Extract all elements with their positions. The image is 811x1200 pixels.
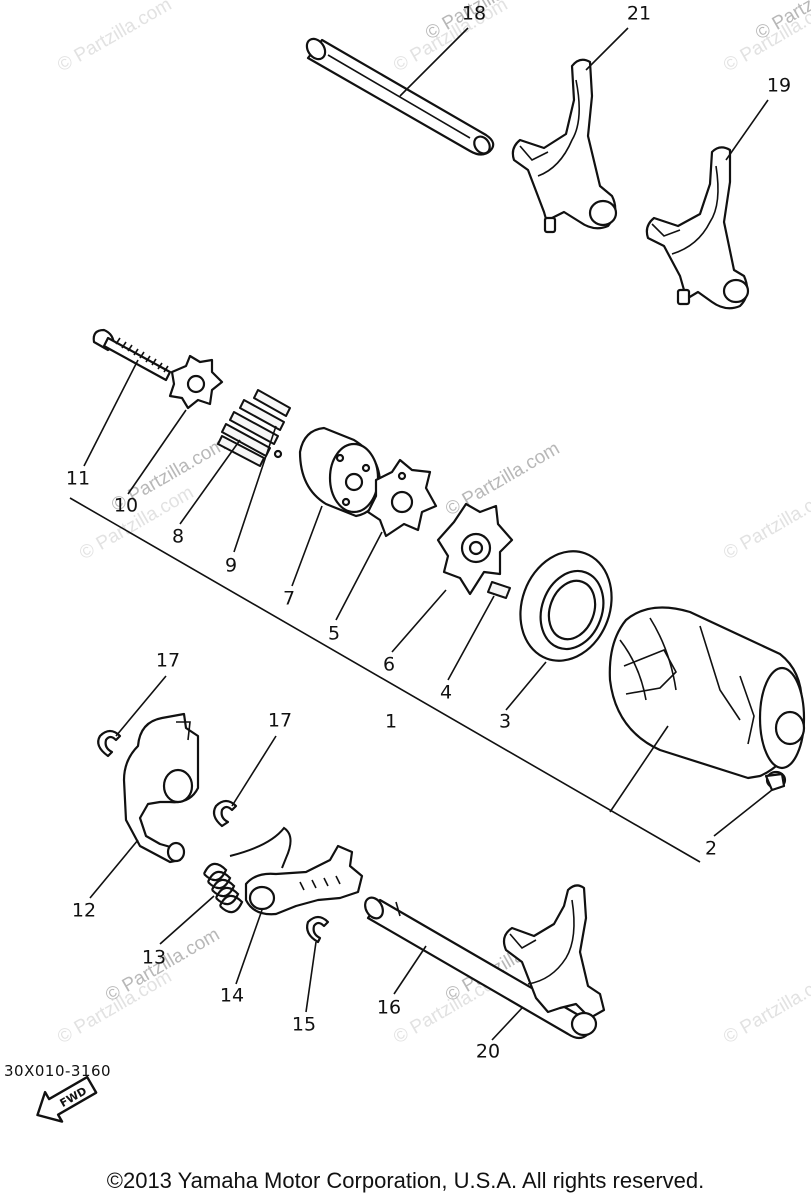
dowel-2 [764, 770, 787, 792]
callout-label: 14 [220, 985, 244, 1007]
segment-10 [168, 354, 224, 410]
bearing-3 [519, 550, 613, 662]
bolt-11 [92, 328, 172, 382]
callout-label: 20 [476, 1041, 500, 1063]
watermark: © Partzilla.com [720, 482, 811, 564]
callout-label: 12 [72, 900, 96, 922]
callout-label: 21 [627, 3, 651, 25]
callout-label: 1 [385, 711, 397, 733]
callout-label: 19 [767, 75, 791, 97]
callout-label: 2 [705, 838, 717, 860]
pins-8-9 [217, 389, 291, 467]
shift-fork-19 [645, 146, 750, 310]
callout-label: 16 [377, 997, 401, 1019]
shift-fork-20 [502, 884, 606, 1037]
stopper-plate-6 [436, 502, 514, 596]
leader-lines [69, 27, 773, 1041]
callout-label: 15 [292, 1014, 316, 1036]
circlip-17-right [212, 799, 238, 828]
callout-label: 10 [114, 495, 138, 517]
circlip-15 [306, 915, 330, 944]
callout-label: 8 [172, 526, 184, 548]
watermark-layer: © Partzilla.com © Partzilla.com © Partzi… [54, 0, 811, 1048]
watermark: © Partzilla.com [720, 966, 811, 1048]
callout-label: 6 [383, 654, 395, 676]
shift-drum [608, 606, 806, 780]
callout-label: 5 [328, 623, 340, 645]
callout-label: 4 [440, 682, 452, 704]
shift-arm-12 [122, 712, 200, 864]
callout-label: 13 [142, 947, 166, 969]
drawing-code: 30X010-3160 [4, 1062, 112, 1080]
copyright-text: ©2013 Yamaha Motor Corporation, U.S.A. A… [106, 1168, 705, 1193]
ratchet-lever-14 [244, 844, 364, 916]
callout-label: 7 [283, 588, 295, 610]
callout-label: 18 [462, 3, 486, 25]
spring-13 [202, 826, 292, 914]
callout-label: 11 [66, 468, 90, 490]
watermark: © Partzilla.com [442, 438, 563, 520]
circlip-17-left [97, 729, 122, 758]
callout-label: 3 [499, 711, 511, 733]
callout-label: 9 [225, 555, 237, 577]
shift-fork-21 [511, 58, 618, 234]
drum-segment-7 [298, 426, 382, 518]
callout-labels: 18 21 19 11 10 8 9 7 5 6 4 1 3 17 17 2 1… [66, 3, 791, 1063]
watermark: © Partzilla.com [54, 0, 175, 76]
dowel-pin-4 [487, 581, 511, 599]
callout-label: 17 [156, 650, 180, 672]
callout-label: 17 [268, 710, 292, 732]
guide-bar-18 [305, 37, 495, 156]
stopper-plate-5 [366, 458, 438, 538]
